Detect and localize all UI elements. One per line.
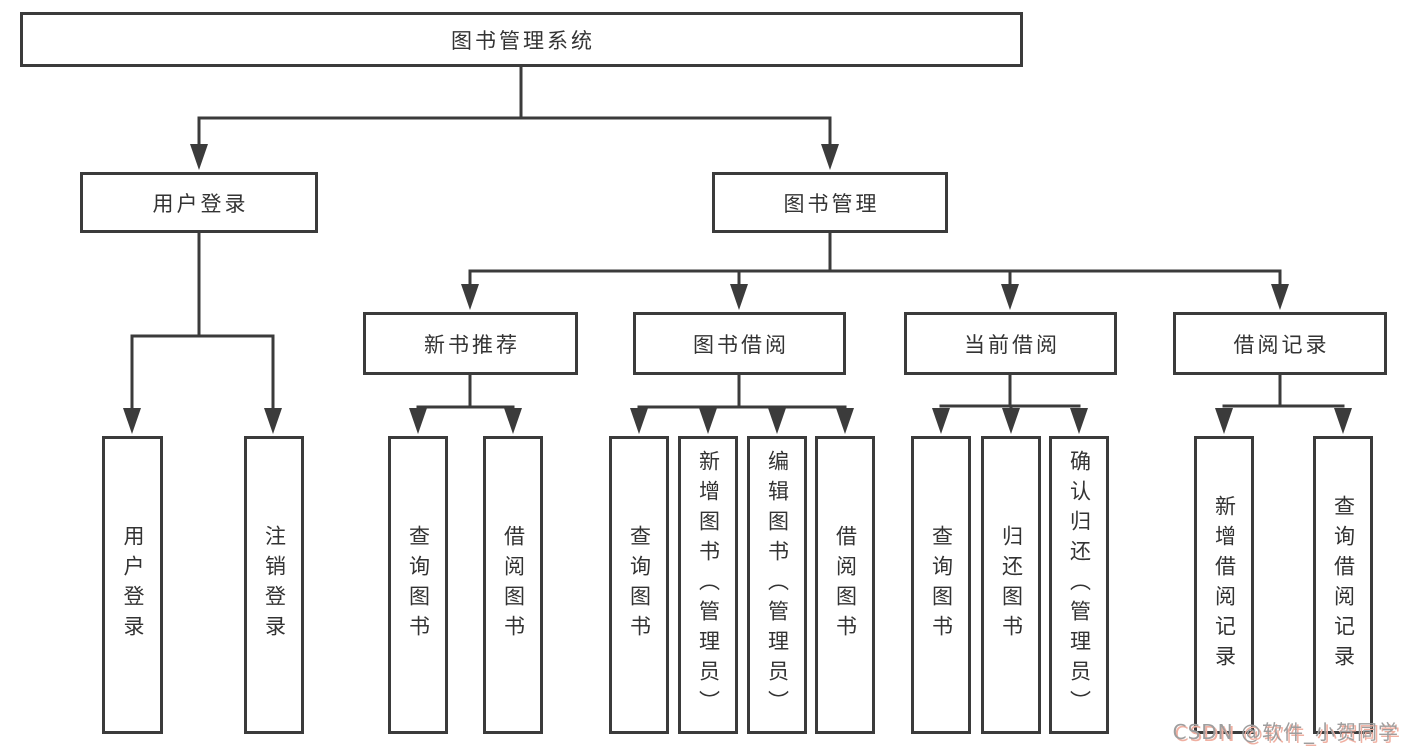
arrowhead	[1001, 284, 1019, 310]
arrowhead	[699, 408, 717, 434]
arrowhead	[1271, 284, 1289, 310]
leaf-current-confirm-return-admin: 确认归还（管理员）	[1049, 436, 1109, 734]
arrowhead	[123, 408, 141, 434]
arrowhead	[1070, 408, 1088, 434]
leaf-recommend-borrow-book: 借阅图书	[483, 436, 543, 734]
leaf-borrow-edit-book-admin: 编辑图书（管理员）	[747, 436, 807, 734]
arrowhead	[821, 144, 839, 170]
node-book-management: 图书管理	[712, 172, 948, 233]
arrowhead	[190, 144, 208, 170]
leaf-current-return-book: 归还图书	[981, 436, 1041, 734]
node-user-login: 用户登录	[80, 172, 318, 233]
leaf-borrow-query-book: 查询图书	[609, 436, 669, 734]
arrowhead	[1334, 408, 1352, 434]
arrowhead	[730, 284, 748, 310]
arrowhead	[932, 408, 950, 434]
node-new-book-recommend: 新书推荐	[363, 312, 578, 375]
arrowhead	[836, 408, 854, 434]
leaf-borrow-borrow-book: 借阅图书	[815, 436, 875, 734]
leaf-borrow-add-book-admin: 新增图书（管理员）	[678, 436, 738, 734]
leaf-logout-login: 注销登录	[244, 436, 304, 734]
node-library-management-system: 图书管理系统	[20, 12, 1023, 67]
node-current-borrow: 当前借阅	[904, 312, 1117, 375]
arrowhead	[461, 284, 479, 310]
leaf-records-query-record: 查询借阅记录	[1313, 436, 1373, 734]
leaf-records-add-record: 新增借阅记录	[1194, 436, 1254, 734]
arrowhead	[768, 408, 786, 434]
arrowhead	[264, 408, 282, 434]
arrowhead	[1215, 408, 1233, 434]
leaf-current-query-book: 查询图书	[911, 436, 971, 734]
node-borrow-records: 借阅记录	[1173, 312, 1387, 375]
leaf-recommend-query-book: 查询图书	[388, 436, 448, 734]
arrowhead	[409, 408, 427, 434]
node-book-borrow: 图书借阅	[633, 312, 846, 375]
arrowhead	[1002, 408, 1020, 434]
leaf-user-login: 用户登录	[102, 436, 163, 734]
arrowhead	[630, 408, 648, 434]
csdn-watermark: CSDN @软件_小贺同学	[1172, 720, 1399, 744]
arrowhead	[504, 408, 522, 434]
